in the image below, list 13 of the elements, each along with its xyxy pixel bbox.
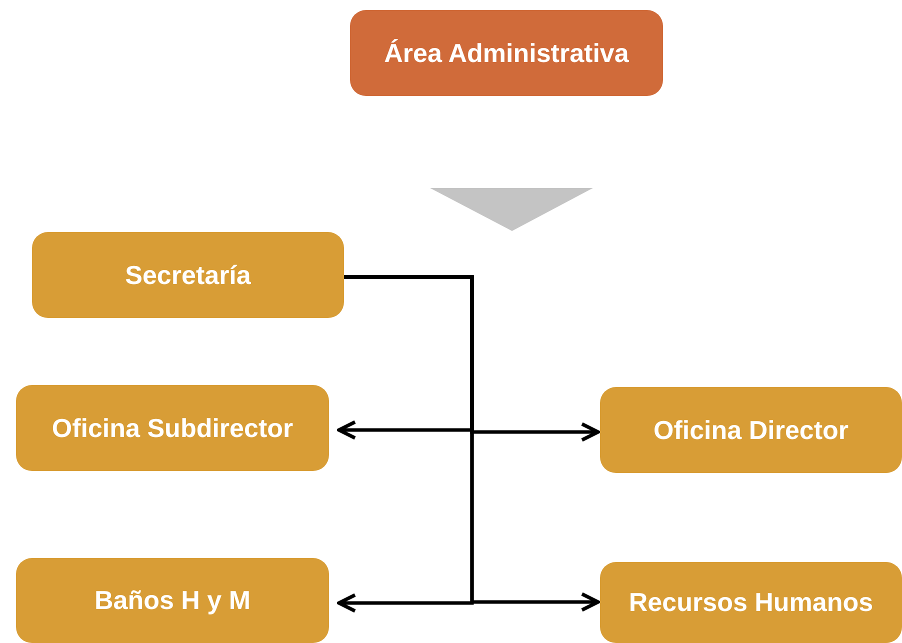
box-label: Oficina Subdirector bbox=[52, 412, 294, 444]
box-label: Recursos Humanos bbox=[628, 587, 874, 618]
box-label: Baños H y M bbox=[94, 585, 251, 616]
process-box bbox=[16, 558, 329, 643]
box-label: Secretaría bbox=[125, 260, 251, 290]
process-box bbox=[350, 10, 663, 96]
process-box bbox=[16, 385, 329, 471]
process-box bbox=[600, 387, 902, 473]
box-label: Área Administrativa bbox=[384, 38, 629, 68]
process-box bbox=[32, 232, 344, 318]
connector-arrow bbox=[344, 275, 600, 612]
process-box bbox=[600, 562, 902, 643]
box-label: Oficina Director bbox=[653, 414, 849, 446]
